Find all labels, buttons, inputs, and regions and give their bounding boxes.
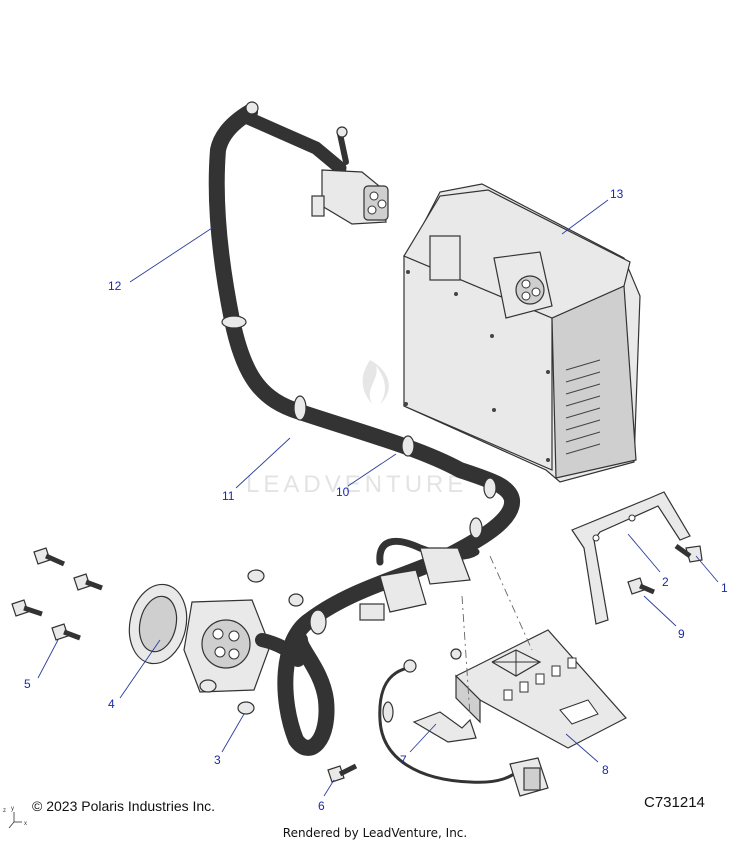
leader-11 [235, 437, 291, 489]
wiring-harness [208, 101, 549, 797]
leader-8 [565, 733, 599, 763]
bolt-9 [627, 577, 655, 595]
callout-1: 1 [721, 581, 728, 595]
leader-6 [323, 779, 335, 797]
callout-12: 12 [108, 279, 122, 293]
callout-7: 7 [400, 753, 407, 767]
leader-7 [409, 723, 437, 753]
cooling-fins [565, 359, 601, 455]
leader-12 [129, 227, 213, 283]
assembly-lines [461, 555, 533, 717]
copyright-notice: © 2023 Polaris Industries Inc. [32, 798, 216, 814]
leadventure-watermark: LEADVENTURE [246, 360, 467, 498]
leader-5 [37, 639, 59, 679]
mount-bracket [571, 491, 691, 625]
leader-10 [347, 453, 397, 487]
callout-11: 11 [222, 489, 235, 503]
ground-connector [509, 757, 549, 797]
watermark-text: LEADVENTURE [246, 471, 467, 498]
bolt-left-3 [11, 599, 43, 617]
callout-9: 9 [678, 627, 685, 641]
callout-8: 8 [602, 763, 609, 777]
callout-4: 4 [108, 697, 115, 711]
axis-x-label: x [24, 821, 27, 827]
nut-1 [247, 569, 265, 583]
axis-y-label: y [11, 806, 14, 812]
callout-10: 10 [336, 485, 350, 499]
nut-2 [288, 593, 304, 607]
axis-triad: x y z [3, 806, 27, 829]
callout-5: 5 [24, 677, 31, 691]
bolt-left-1 [33, 547, 66, 567]
mounting-plate [454, 629, 627, 749]
leader-4 [119, 639, 161, 699]
leader-lines [37, 199, 719, 797]
module-connector [493, 251, 553, 319]
rendered-by-credit: Rendered by LeadVenture, Inc. [282, 826, 468, 840]
leader-9 [643, 595, 677, 627]
bolt-left-2 [73, 573, 103, 591]
module-screws [404, 270, 550, 462]
axis-z-label: z [3, 808, 6, 814]
callout-6: 6 [318, 799, 325, 813]
callout-3: 3 [214, 753, 221, 767]
nut-4 [237, 701, 255, 715]
leader-3 [221, 713, 245, 753]
leader-1 [695, 555, 719, 583]
ground-bracket [412, 711, 477, 743]
bolt-1 [674, 543, 703, 563]
harness-connector-top [311, 169, 389, 225]
charge-port [128, 583, 305, 693]
callout-labels: 13 12 11 10 2 1 9 4 5 3 6 7 8 [24, 187, 728, 813]
callout-2: 2 [662, 575, 669, 589]
bolt-6 [327, 763, 358, 783]
bolt-left-5 [51, 623, 81, 641]
leader-13 [561, 199, 609, 235]
leader-2 [627, 533, 661, 573]
control-module [403, 183, 641, 483]
callout-13: 13 [610, 187, 624, 201]
nut-3 [199, 679, 217, 693]
drawing-id: C731214 [644, 794, 705, 811]
